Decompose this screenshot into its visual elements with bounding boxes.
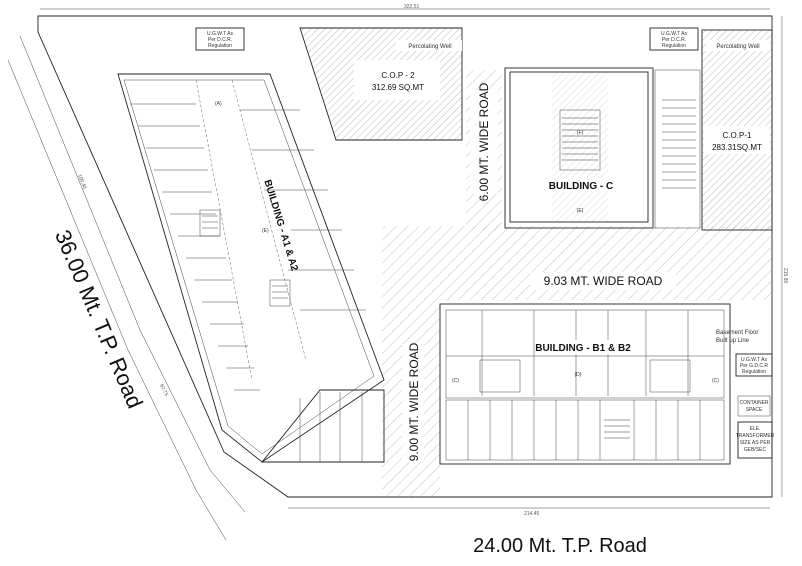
building-a-label: BUILDING - A1 & A2 xyxy=(261,178,299,272)
cop-1-area: C.O.P-1 283.31SQ.MT Percolating Well xyxy=(701,29,773,231)
container-space: CONTAINER SPACE xyxy=(737,395,771,417)
cop-2-area: C.O.P - 2 312.69 SQ.MT Percolating Well xyxy=(299,27,463,141)
svg-text:Built up Line: Built up Line xyxy=(716,338,750,344)
building-c: BUILDING - C (F) (E) xyxy=(504,67,701,229)
svg-text:TRANSFORMER: TRANSFORMER xyxy=(736,433,775,439)
dim-bottom: 214.45 xyxy=(524,511,540,517)
svg-text:CONTAINER: CONTAINER xyxy=(739,400,768,406)
tag-e-c: (E) xyxy=(577,208,584,214)
svg-text:U.G.W.T As: U.G.W.T As xyxy=(207,31,234,37)
svg-text:Per D.C.R.: Per D.C.R. xyxy=(208,37,232,43)
svg-text:U.G.W.T As: U.G.W.T As xyxy=(741,357,768,363)
tag-e-a: (E) xyxy=(262,228,269,234)
cop-1-name: C.O.P-1 xyxy=(723,131,752,140)
cop-2-well: Percolating Well xyxy=(408,44,451,50)
tag-f: (F) xyxy=(577,130,584,136)
tag-a: (A) xyxy=(215,101,222,107)
dim-left-a: 100.40 xyxy=(76,174,87,191)
ugwt-box-right: U.G.W.T As Per G.D.C.R Regulation xyxy=(735,353,773,377)
road-6m-label: 6.00 MT. WIDE ROAD xyxy=(477,82,491,201)
tag-c-right: (C) xyxy=(712,378,719,384)
cop-1-area-value: 283.31SQ.MT xyxy=(712,143,762,152)
cop-2-area-value: 312.69 SQ.MT xyxy=(372,83,424,92)
dim-top: 322.51 xyxy=(404,4,420,10)
cop-2-name: C.O.P - 2 xyxy=(381,71,415,80)
road-36m-label: 36.00 Mt. T.P. Road xyxy=(50,226,148,412)
building-b-label: BUILDING - B1 & B2 xyxy=(535,343,631,354)
cop-1-well: Percolating Well xyxy=(716,44,759,50)
road-9-03m-label: 9.03 MT. WIDE ROAD xyxy=(544,274,663,288)
svg-text:GEB/SEC: GEB/SEC xyxy=(744,447,767,453)
dim-right: 215.80 xyxy=(782,268,788,284)
tag-d: (D) xyxy=(575,372,582,378)
road-9m-label: 9.00 MT. WIDE ROAD xyxy=(407,342,421,461)
svg-text:SPACE: SPACE xyxy=(746,407,763,413)
svg-text:Regulation: Regulation xyxy=(742,369,766,375)
ugwt-box-top: U.G.W.T As Per D.C.R. Regulation xyxy=(195,27,245,51)
svg-text:Basement Floor: Basement Floor xyxy=(716,330,758,336)
plot-boundary xyxy=(7,8,783,541)
shop-row-a xyxy=(261,389,385,463)
svg-text:U.G.W.T As: U.G.W.T As xyxy=(661,31,688,37)
svg-text:Per G.D.C.R: Per G.D.C.R xyxy=(740,363,768,369)
building-b: BUILDING - B1 & B2 (C) (C) (D) xyxy=(439,303,731,465)
dim-left-b: 62.75 xyxy=(158,383,169,397)
svg-text:Per D.C.R.: Per D.C.R. xyxy=(662,37,686,43)
svg-text:Regulation: Regulation xyxy=(208,43,232,49)
basement-note: Basement Floor Built up Line xyxy=(716,330,758,344)
svg-text:SIZE AS PER: SIZE AS PER xyxy=(740,440,771,446)
svg-text:Regulation: Regulation xyxy=(662,43,686,49)
road-24m-label: 24.00 Mt. T.P. Road xyxy=(473,535,647,557)
transformer-box: ELE. TRANSFORMER SIZE AS PER GEB/SEC xyxy=(736,421,775,459)
tag-c-left: (C) xyxy=(452,378,459,384)
building-c-label: BUILDING - C xyxy=(549,181,613,192)
svg-text:ELE.: ELE. xyxy=(750,426,761,432)
ugwt-box-top-right: U.G.W.T As Per D.C.R. Regulation xyxy=(649,27,699,51)
